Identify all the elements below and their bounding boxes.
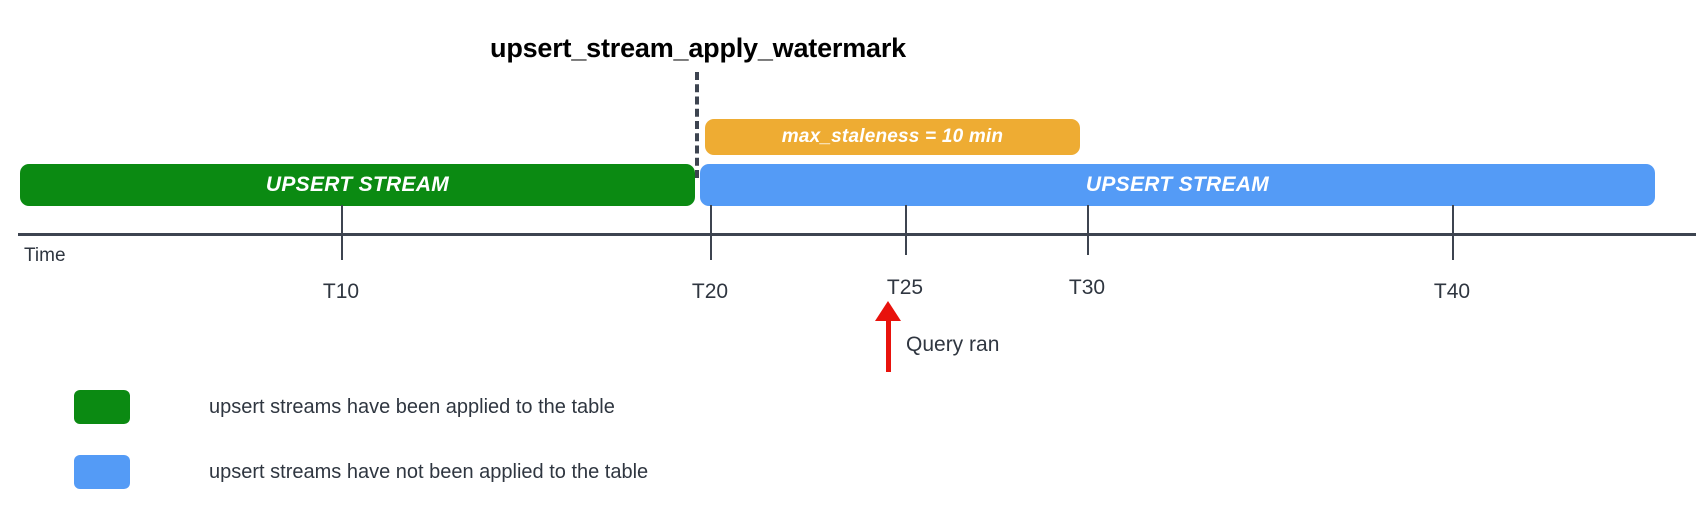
legend-label-not-applied: upsert streams have not been applied to … [209,460,649,483]
query-ran-arrow-icon [875,301,901,321]
axis-tick-t25 [905,205,907,255]
axis-tick-label-t25: T25 [886,276,924,299]
time-axis-line [18,233,1696,236]
max-staleness-bar: max_staleness = 10 min [705,119,1080,155]
diagram-title: upsert_stream_apply_watermark [490,33,906,63]
upsert-stream-applied-bar: UPSERT STREAM [20,164,695,206]
axis-tick-label-t10: T10 [322,280,360,303]
axis-tick-label-t40: T40 [1433,280,1471,303]
legend-swatch-green [74,390,130,424]
axis-tick-t40 [1452,205,1454,260]
upsert-stream-applied-label: UPSERT STREAM [265,173,450,196]
query-ran-arrow-shaft [886,312,891,372]
axis-tick-t20 [710,205,712,260]
legend-label-applied: upsert streams have been applied to the … [209,395,615,418]
legend-swatch-blue [74,455,130,489]
axis-tick-label-t30: T30 [1068,276,1106,299]
legend-item-not-applied: upsert streams have not been applied to … [74,455,648,489]
query-ran-label: Query ran [906,333,1000,356]
axis-tick-t30 [1087,205,1089,255]
upsert-stream-not-applied-bar: UPSERT STREAM [700,164,1655,206]
upsert-stream-not-applied-label: UPSERT STREAM [1085,173,1270,196]
max-staleness-label: max_staleness = 10 min [781,126,1004,147]
watermark-dotted-line [695,72,699,178]
axis-tick-t10 [341,205,343,260]
legend-item-applied: upsert streams have been applied to the … [74,390,615,424]
time-axis-label: Time [24,245,66,266]
axis-tick-label-t20: T20 [691,280,729,303]
